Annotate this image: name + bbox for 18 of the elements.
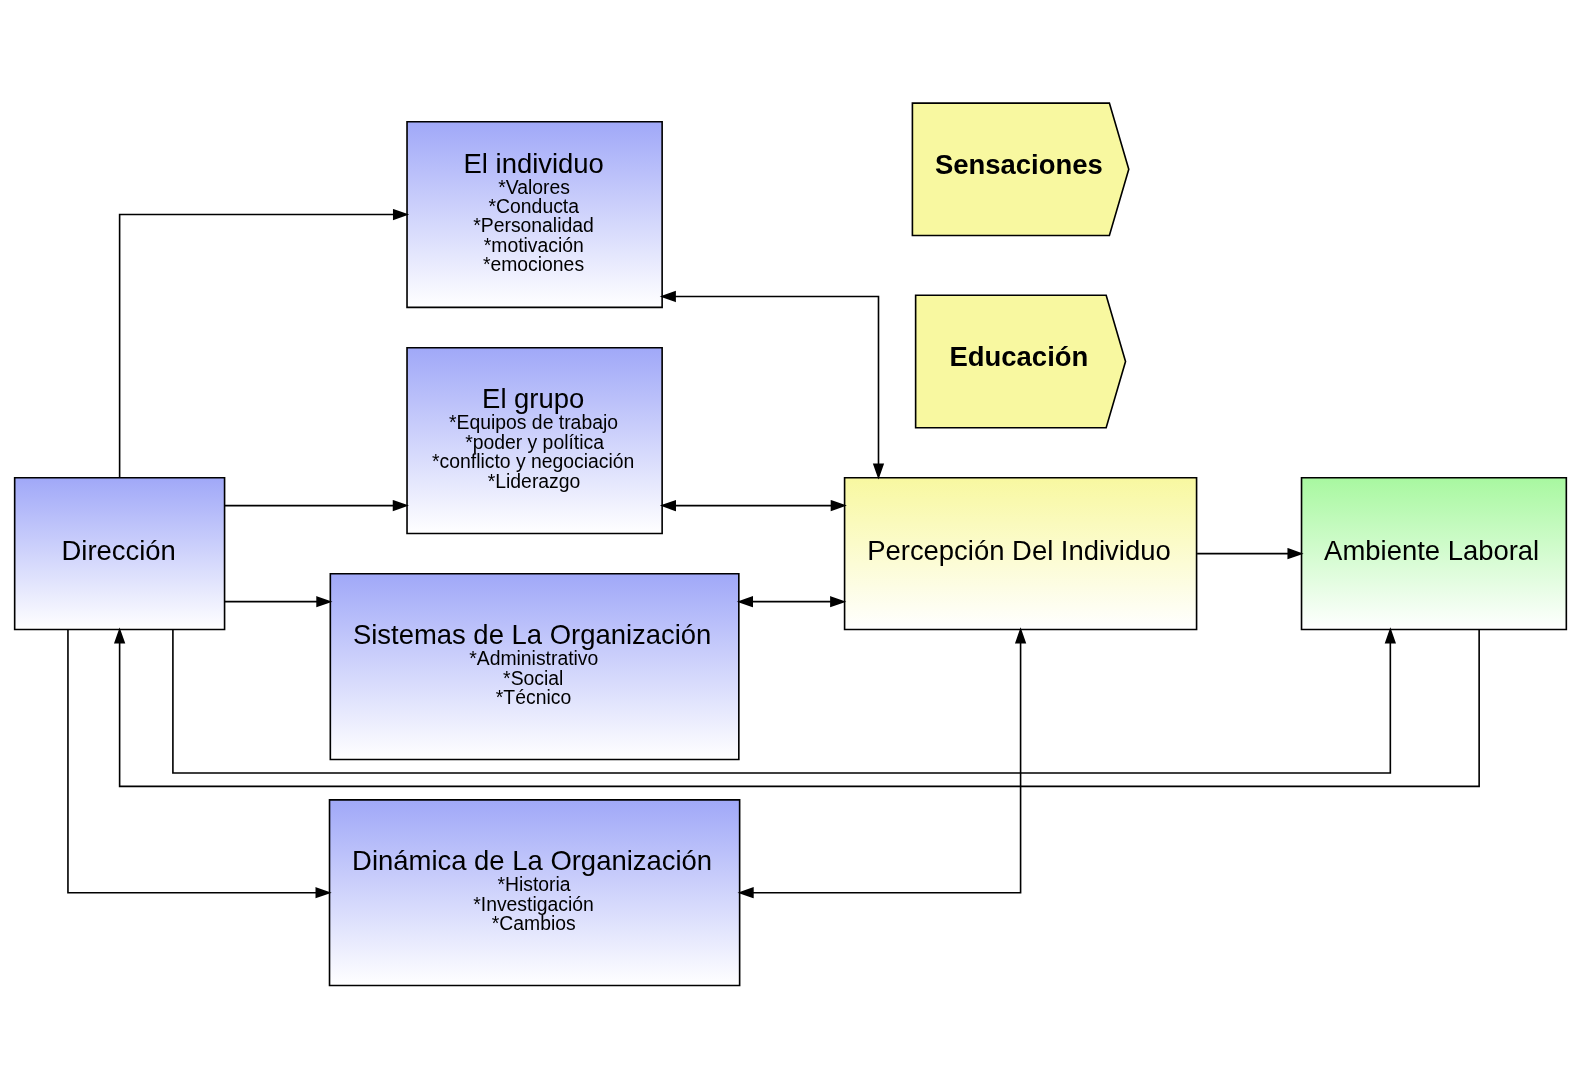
arrow [737,626,1027,898]
arrow [67,628,332,898]
arrow [118,208,410,478]
arrow [113,626,1480,787]
arrow [1196,547,1304,559]
node-box: El individuo *Valores *Conducta *Personalidad *motivación *emociones [406,120,663,308]
arrow [659,499,847,511]
arrow [736,595,847,607]
node-box: Percepción Del Individuo [843,476,1198,630]
node-box: Dinámica de La Organización *Historia *Investigación *Cambios [328,798,741,986]
node-box: Sistemas de La Organización *Administrativo *Social *Técnico [329,572,740,760]
node-box: Dirección [13,476,226,630]
arrow [224,499,409,511]
arrow [659,290,885,480]
arrow [172,626,1396,774]
node-box: Ambiente Laboral [1300,476,1568,630]
arrow [224,595,333,607]
node-box: El grupo *Equipos de trabajo *poder y política *conflicto y negociación *Liderazgo [406,346,663,534]
